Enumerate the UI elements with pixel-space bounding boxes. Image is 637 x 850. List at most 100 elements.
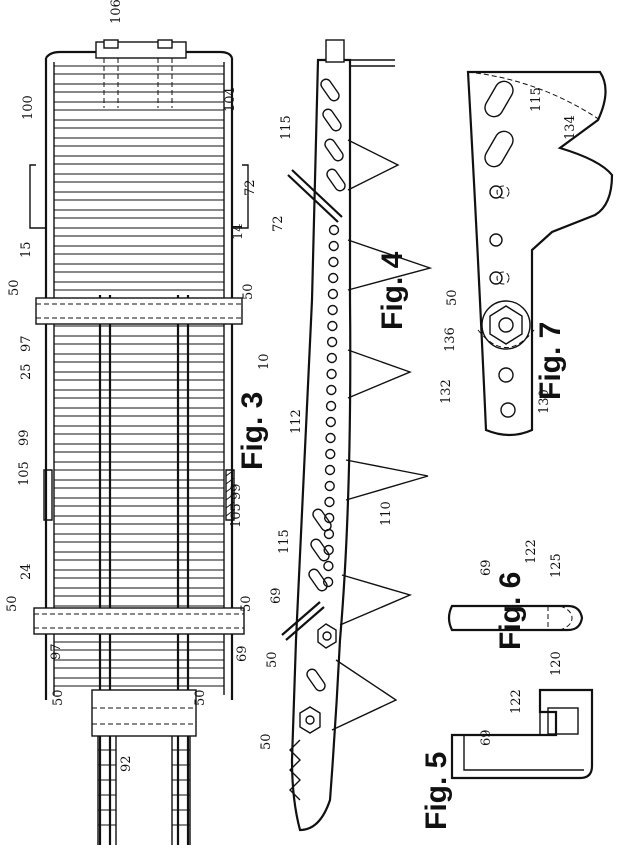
track-slat — [54, 281, 224, 291]
caption-fig-6: Fig. 6 — [494, 572, 527, 650]
track-slat — [54, 587, 224, 597]
nut-50 — [299, 706, 321, 734]
pin-69 — [447, 604, 584, 632]
tooth — [347, 139, 400, 191]
track-slat — [54, 173, 224, 183]
track-slat — [54, 551, 224, 561]
ref-132: 132 — [439, 379, 454, 404]
ref-50: 50 — [7, 279, 22, 296]
frame-rail-inner — [53, 62, 225, 695]
track-slat — [54, 119, 224, 129]
bracket-72 — [29, 164, 249, 229]
hidden-arc — [477, 329, 535, 348]
bolt-head — [103, 39, 119, 49]
ref-122: 122 — [524, 539, 539, 564]
nut-bore — [322, 631, 332, 641]
axle-hidden — [34, 613, 244, 629]
ref-50: 50 — [193, 689, 208, 706]
bar-hole — [328, 224, 340, 236]
bar-hole — [327, 288, 339, 300]
hidden-bolt-lines — [103, 58, 173, 108]
ref-112: 112 — [289, 409, 304, 434]
slot-115 — [312, 508, 332, 532]
track-slat — [54, 461, 224, 471]
caption-fig-4: Fig. 4 — [376, 251, 409, 330]
ref-10: 10 — [257, 353, 272, 370]
ref-100: 100 — [21, 95, 36, 120]
caption-fig-3: Fig. 3 — [236, 392, 269, 470]
ref-69: 69 — [269, 587, 284, 604]
bar-hole — [328, 256, 339, 268]
ref-25: 25 — [19, 363, 34, 380]
bar-hole — [326, 368, 337, 380]
ref-120: 120 — [549, 651, 564, 676]
tooth — [331, 659, 398, 731]
serrated-edge — [289, 739, 301, 801]
ref-50: 50 — [241, 283, 256, 300]
ref-130: 130 — [537, 389, 552, 414]
pin-hidden — [547, 605, 573, 631]
ref-50: 50 — [239, 595, 254, 612]
ref-136: 136 — [443, 327, 458, 352]
track-slat — [54, 533, 224, 543]
track-slat — [54, 407, 224, 417]
nut-50 — [317, 623, 337, 649]
nut-bore — [305, 715, 315, 725]
bolt-head — [157, 39, 173, 49]
bar-hole — [324, 496, 335, 508]
ref-122: 122 — [509, 689, 524, 714]
washer-136 — [481, 300, 531, 350]
ref-110: 110 — [379, 501, 394, 526]
track-slat — [54, 209, 224, 219]
ref-105: 105 — [229, 503, 244, 528]
track-slat — [54, 443, 224, 453]
bar-hole — [323, 560, 334, 572]
ref-15: 15 — [19, 241, 34, 258]
bar-hole — [328, 272, 339, 284]
bar-hole — [327, 304, 338, 316]
tooth — [339, 574, 413, 626]
track-slat — [54, 335, 224, 345]
slot-115 — [484, 80, 514, 118]
ref-69: 69 — [235, 645, 250, 662]
slot-115 — [320, 78, 340, 102]
caption-fig-7: Fig. 7 — [534, 322, 567, 400]
slot-115 — [324, 138, 344, 162]
ref-69: 69 — [479, 559, 494, 576]
figure-6-pin — [447, 604, 584, 632]
track-slat — [54, 569, 224, 579]
caption-fig-5: Fig. 5 — [420, 752, 453, 830]
axle-97-lower — [33, 607, 245, 635]
figure-captions: Fig. 3 Fig. 4 Fig. 5 Fig. 6 Fig. 7 — [236, 251, 567, 830]
drive-bar — [98, 295, 190, 845]
bar-112 — [290, 58, 352, 832]
clip-inner — [463, 712, 584, 771]
ref-50: 50 — [265, 651, 280, 668]
track-slat — [54, 389, 224, 399]
rod-72 — [287, 169, 343, 223]
bar-hole — [324, 464, 336, 476]
ref-115: 115 — [529, 87, 544, 112]
ref-97: 97 — [49, 643, 64, 660]
track-slat — [54, 155, 224, 165]
track-slat — [54, 479, 224, 489]
bar-hole — [325, 416, 336, 428]
track-slat — [54, 263, 224, 273]
notch-122 — [547, 707, 579, 735]
rod-69 — [281, 601, 325, 641]
ref-50: 50 — [259, 733, 274, 750]
tooth — [345, 459, 429, 501]
nut-50 — [489, 305, 523, 345]
bar-slots — [306, 78, 346, 692]
slot-115 — [484, 130, 514, 168]
track-slat — [54, 65, 224, 75]
ref-50: 50 — [5, 595, 20, 612]
frame-rail — [44, 58, 234, 700]
ref-105: 105 — [17, 461, 32, 486]
block-99 — [43, 469, 235, 521]
ref-99: 99 — [17, 429, 32, 446]
ref-115: 115 — [277, 529, 292, 554]
hidden-lines — [92, 707, 196, 725]
ref-50: 50 — [445, 289, 460, 306]
bar-hole — [325, 432, 336, 444]
